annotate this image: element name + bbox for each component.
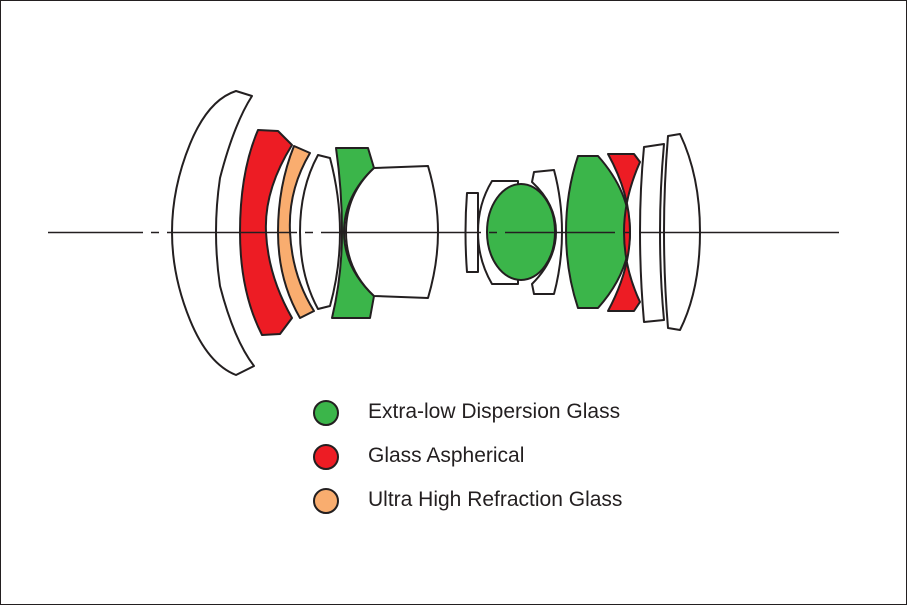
legend-label: Ultra High Refraction Glass (368, 488, 623, 511)
orange-swatch-icon (313, 488, 339, 514)
lens-ed-1 (331, 147, 375, 319)
legend-label: Glass Aspherical (368, 444, 525, 467)
lens-rear-block (531, 169, 563, 295)
legend-label: Extra-low Dispersion Glass (368, 400, 621, 423)
lens-ultra-high-refraction (277, 145, 315, 319)
red-swatch-icon (313, 444, 339, 470)
lens-thin-clear (299, 154, 341, 310)
lens-aspherical-2 (607, 153, 641, 312)
green-swatch-icon (313, 400, 339, 426)
